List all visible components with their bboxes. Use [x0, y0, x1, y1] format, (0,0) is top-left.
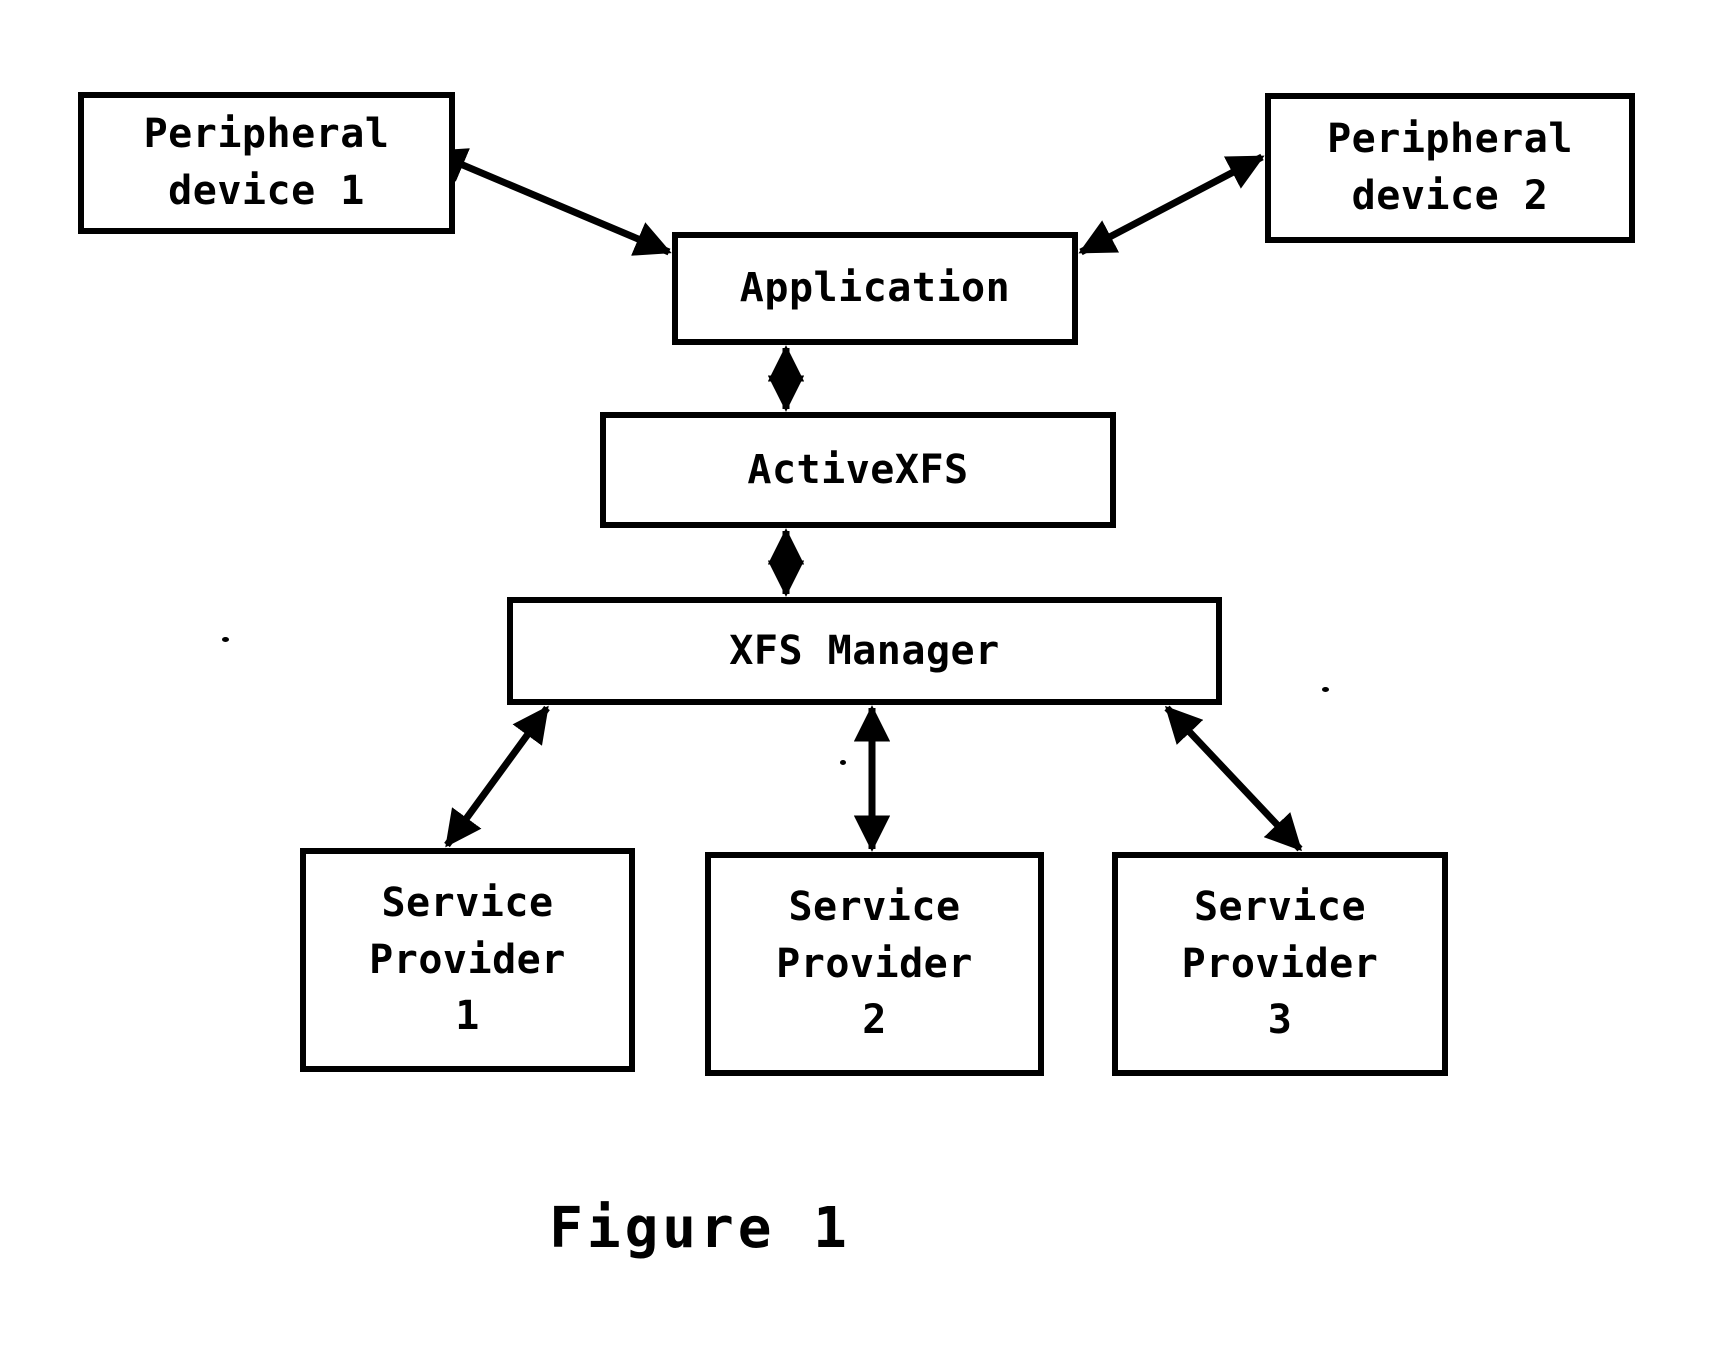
- scan-speck: [1322, 687, 1329, 692]
- edge-application-to-peripheral-device-2: [1078, 153, 1265, 256]
- node-xfs-manager[interactable]: XFS Manager: [507, 597, 1222, 705]
- node-service-provider-2-line2: Provider: [776, 940, 973, 987]
- node-peripheral-device-2-line1: Peripheral: [1327, 116, 1573, 163]
- edge-xfs-manager-to-service-provider-1: [444, 705, 550, 848]
- node-service-provider-1-line2: Provider: [369, 936, 566, 983]
- node-application-label: Application: [739, 265, 1011, 312]
- node-service-provider-3-line2: Provider: [1181, 940, 1379, 987]
- node-peripheral-device-1[interactable]: Peripheral device 1: [78, 92, 455, 234]
- node-service-provider-1-line3: 1: [455, 993, 480, 1040]
- node-peripheral-device-2-line2: device 2: [1351, 173, 1549, 219]
- node-peripheral-device-2[interactable]: Peripheral device 2: [1265, 93, 1635, 243]
- scan-speck: [222, 637, 229, 642]
- node-service-provider-1-line1: Service: [381, 879, 554, 926]
- figure-caption: Figure 1: [549, 1196, 851, 1261]
- node-service-provider-3-line3: 3: [1267, 997, 1293, 1044]
- node-service-provider-2-line3: 2: [862, 997, 887, 1044]
- node-activexfs[interactable]: ActiveXFS: [600, 412, 1116, 528]
- node-activexfs-label: ActiveXFS: [747, 446, 969, 493]
- node-application[interactable]: Application: [672, 232, 1078, 345]
- node-service-provider-2[interactable]: Service Provider 2: [705, 852, 1044, 1076]
- node-service-provider-2-line1: Service: [788, 883, 961, 930]
- node-peripheral-device-1-line2: device 1: [168, 168, 365, 214]
- edge-xfs-manager-to-service-provider-3: [1164, 705, 1303, 852]
- node-xfs-manager-label: XFS Manager: [729, 627, 1000, 674]
- node-service-provider-3[interactable]: Service Provider 3: [1112, 852, 1448, 1076]
- node-peripheral-device-1-line1: Peripheral: [143, 111, 390, 158]
- node-service-provider-3-line1: Service: [1193, 883, 1367, 930]
- scan-speck: [840, 760, 846, 765]
- edge-application-to-peripheral-device-1: [429, 148, 672, 256]
- node-service-provider-1[interactable]: Service Provider 1: [300, 848, 635, 1072]
